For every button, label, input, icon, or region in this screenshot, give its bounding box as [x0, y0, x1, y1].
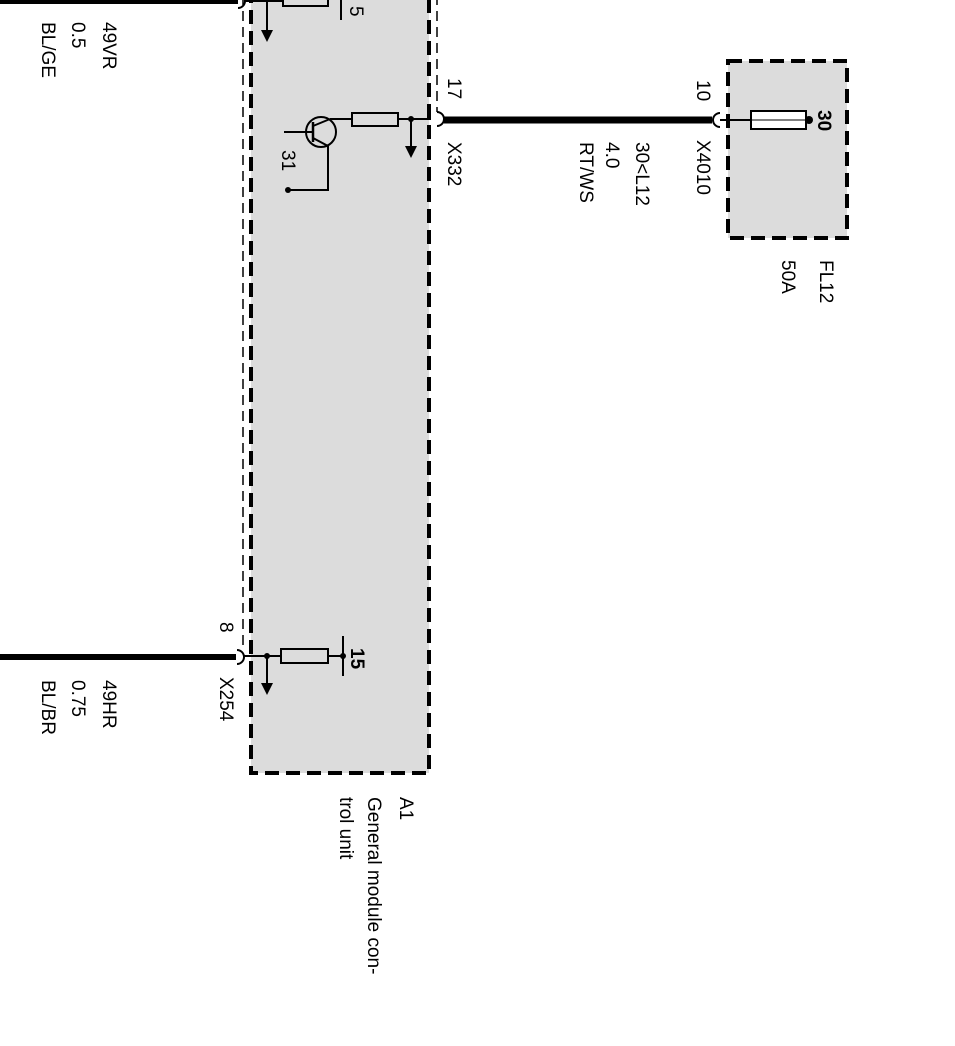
- supply-wire-size: 4.0: [601, 142, 622, 168]
- supply-wire-id: 30<L12: [631, 142, 652, 206]
- wire-49vr-color: BL/GE: [37, 22, 58, 78]
- terminal-31-label: 31: [277, 150, 298, 171]
- module-a1-box: [249, 0, 431, 775]
- x332-label: X332: [443, 142, 464, 186]
- x254-pin: 8: [215, 622, 236, 633]
- module-name-line1: General module con-: [363, 797, 384, 974]
- supply-wire-color: RT/WS: [575, 142, 596, 203]
- junction-dot: [340, 653, 346, 659]
- wire-49hr-id: 49HR: [98, 680, 119, 729]
- wire-49vr-id: 49VR: [98, 22, 119, 70]
- connector-x332: [436, 111, 445, 127]
- terminal-5-label: 5: [345, 6, 366, 17]
- connector-x254: [236, 649, 245, 665]
- ground-arrow-icon: [405, 146, 417, 158]
- module-name-line2: trol unit: [335, 797, 356, 860]
- emitter-ground-lead: [288, 146, 329, 191]
- ground-arrow-icon: [261, 683, 273, 695]
- wire-49vr-size: 0.5: [67, 22, 88, 48]
- fuse-terminal-dot: [805, 116, 813, 124]
- fuse-terminal-label: 30: [813, 110, 834, 131]
- resistor-x332: [351, 112, 399, 127]
- fuse-rating: 50A: [777, 260, 798, 294]
- wire-49hr-color: BL/BR: [37, 680, 58, 735]
- transistor-emitter: [312, 137, 329, 147]
- x254-label: X254: [215, 677, 236, 722]
- ground-arrow-icon: [261, 30, 273, 42]
- fuse-ref: FL12: [815, 260, 836, 303]
- terminal-15-label: 15: [346, 648, 367, 670]
- x332-pin: 17: [443, 78, 464, 99]
- x4010-pin: 10: [692, 80, 713, 101]
- connector-x4010: [712, 112, 721, 128]
- ground-point-icon: [285, 187, 291, 193]
- connector-top-left: [237, 0, 246, 9]
- resistor-x254: [280, 648, 329, 664]
- fuse-fl12-box: [726, 59, 849, 240]
- wire-49hr-size: 0.75: [67, 680, 88, 717]
- module-ref: A1: [395, 797, 416, 820]
- resistor-top: [282, 0, 329, 7]
- transistor-collector: [312, 118, 331, 127]
- x4010-label: X4010: [692, 140, 713, 195]
